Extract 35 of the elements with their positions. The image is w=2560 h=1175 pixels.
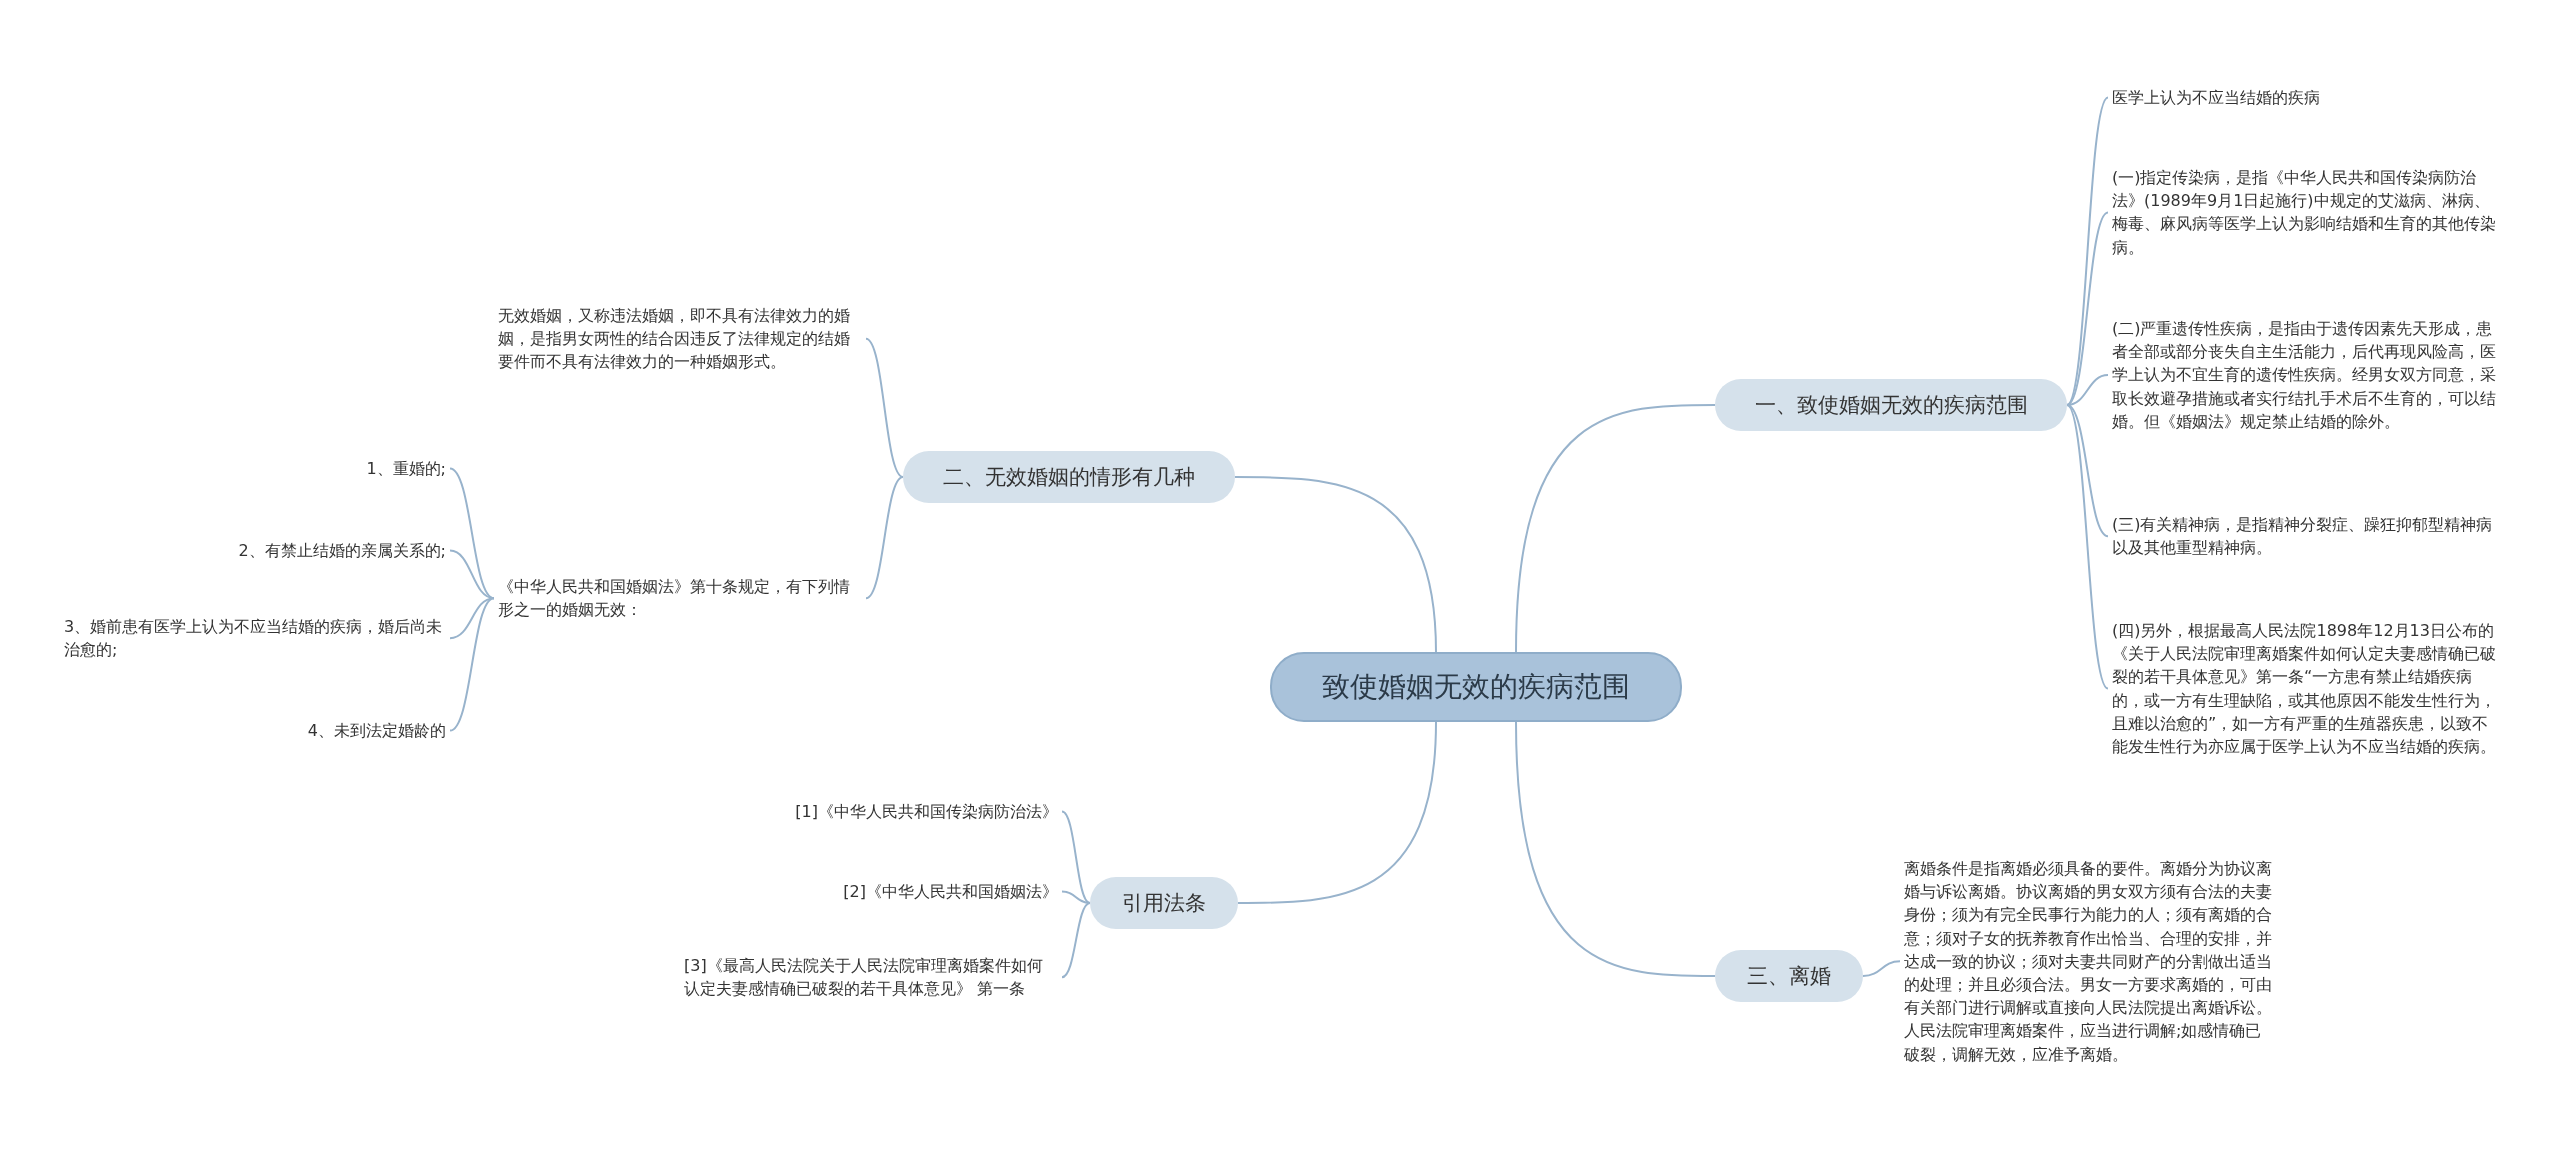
note-text: (四)另外，根据最高人民法院1898年12月13日公布的《关于人民法院审理离婚案件如何认定夫妻感情确已破裂的若干具体意见》第一条“一方患有禁止结婚疾病的，或一方有生理缺陷，或其他原因不能发生性行为，且难以治愈的”，如一方有严重的生殖器疾患，以致不能发生性行为亦应属于医学上认为不应当结婚的疾病。 [2108, 617, 2508, 761]
note-text: [3]《最高人民法院关于人民法院审理离婚案件如何认定夫妻感情确已破裂的若干具体意见》 第一条 [680, 952, 1062, 1003]
connector-line [1061, 902, 1091, 979]
connector-line [1237, 721, 1437, 904]
connector-line [449, 597, 495, 640]
topic-pill: 一、致使婚姻无效的疾病范围 [1715, 379, 2067, 431]
central-topic: 致使婚姻无效的疾病范围 [1270, 652, 1682, 722]
note-text: 《中华人民共和国婚姻法》第十条规定，有下列情形之一的婚姻无效： [494, 573, 866, 624]
note-text: 离婚条件是指离婚必须具备的要件。离婚分为协议离婚与诉讼离婚。协议离婚的男女双方须有合法的夫妻身份；须为有完全民事行为能力的人；须有离婚的合意；须对子女的抚养教育作出恰当、合理的安排，并达成一致的协议；须对夫妻共同财产的分割做出适当的处理；并且必须合法。男女一方要求离婚的，可由有关部门进行调解或直接向人民法院提出离婚诉讼。人民法院审理离婚案件，应当进行调解;如感情确已破裂，调解无效，应准予离婚。 [1900, 855, 2280, 1068]
connector-line [865, 476, 904, 600]
note-text: 3、婚前患有医学上认为不应当结婚的疾病，婚后尚未治愈的; [60, 613, 450, 664]
topic-pill: 二、无效婚姻的情形有几种 [903, 451, 1235, 503]
connector-line [865, 337, 904, 478]
note-text: (三)有关精神病，是指精神分裂症、躁狂抑郁型精神病以及其他重型精神病。 [2108, 511, 2508, 562]
note-text: 无效婚姻，又称违法婚姻，即不具有法律效力的婚姻，是指男女两性的结合因违反了法律规定的结婚要件而不具有法律效力的一种婚姻形式。 [494, 302, 866, 376]
connector-line [2066, 96, 2109, 406]
connector-line [1862, 960, 1901, 977]
connector-line [1515, 721, 1716, 977]
note-text: 1、重婚的; [250, 455, 450, 483]
connector-line [1515, 404, 1716, 653]
note-text: 4、未到法定婚龄的 [250, 717, 450, 745]
connector-line [449, 467, 495, 600]
note-text: [2]《中华人民共和国婚姻法》 [700, 878, 1062, 906]
note-text: 2、有禁止结婚的亲属关系的; [150, 537, 450, 565]
connector-line [1061, 810, 1091, 904]
note-text: 医学上认为不应当结婚的疾病 [2108, 84, 2508, 112]
topic-pill: 引用法条 [1090, 877, 1238, 929]
note-text: (一)指定传染病，是指《中华人民共和国传染病防治法》(1989年9月1日起施行)中规定的艾滋病、淋病、梅毒、麻风病等医学上认为影响结婚和生育的其他传染病。 [2108, 164, 2508, 261]
connector-line [1234, 476, 1437, 653]
connector-line [2066, 404, 2109, 690]
connector-line [449, 597, 495, 732]
note-text: [1]《中华人民共和国传染病防治法》 [700, 798, 1062, 826]
note-text: (二)严重遗传性疾病，是指由于遗传因素先天形成，患者全部或部分丧失自主生活能力，后代再现风险高，医学上认为不宜生育的遗传性疾病。经男女双方同意，采取长效避孕措施或者实行结扎手术后不生育的，可以结婚。但《婚姻法》规定禁止结婚的除外。 [2108, 315, 2508, 435]
connector-line [2066, 404, 2109, 538]
topic-pill: 三、离婚 [1715, 950, 1863, 1002]
